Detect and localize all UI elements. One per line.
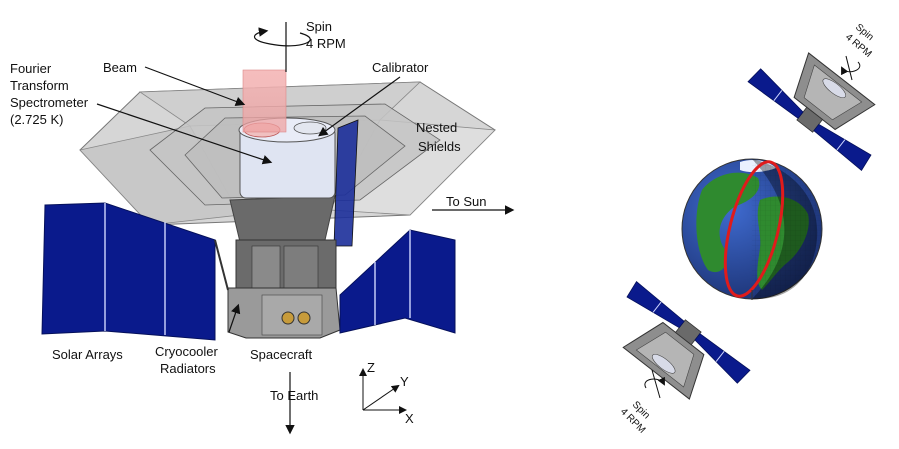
cryocooler-label-2: Radiators <box>160 361 216 376</box>
spin-indicator-lower <box>644 369 665 399</box>
spin-top-label: Spin <box>306 19 332 34</box>
beam-graphic <box>242 69 287 133</box>
calibrator-label: Calibrator <box>372 60 429 75</box>
cryocooler-label-1: Cryocooler <box>155 344 219 359</box>
earth-globe <box>681 158 823 300</box>
fts-label-2: Transform <box>10 78 69 93</box>
spin-indicator-upper <box>841 55 861 81</box>
axis-x-label: X <box>405 411 414 426</box>
spacecraft-label: Spacecraft <box>250 347 313 362</box>
beam-label: Beam <box>103 60 137 75</box>
fts-label-4: (2.725 K) <box>10 112 63 127</box>
right-solar-array <box>339 229 456 334</box>
spin-indicator-top <box>253 22 311 72</box>
upper-spacecraft <box>747 52 876 171</box>
nested-shields-label-1: Nested <box>416 120 457 135</box>
to-sun-label: To Sun <box>446 194 486 209</box>
fts-label-1: Fourier <box>10 61 52 76</box>
to-earth-label: To Earth <box>270 388 318 403</box>
axis-y-label: Y <box>400 374 409 389</box>
axis-z-label: Z <box>367 360 375 375</box>
orbit-ring <box>723 160 785 298</box>
nested-shields-label-2: Shields <box>418 139 461 154</box>
fts-label-3: Spectrometer <box>10 95 89 110</box>
spin-top-rate: 4 RPM <box>306 36 346 51</box>
main-spacecraft <box>41 69 496 341</box>
lower-spacecraft <box>622 281 751 400</box>
left-solar-array <box>41 202 229 341</box>
solar-arrays-label: Solar Arrays <box>52 347 123 362</box>
coordinate-axes <box>359 368 407 414</box>
leader-lines <box>96 66 401 333</box>
